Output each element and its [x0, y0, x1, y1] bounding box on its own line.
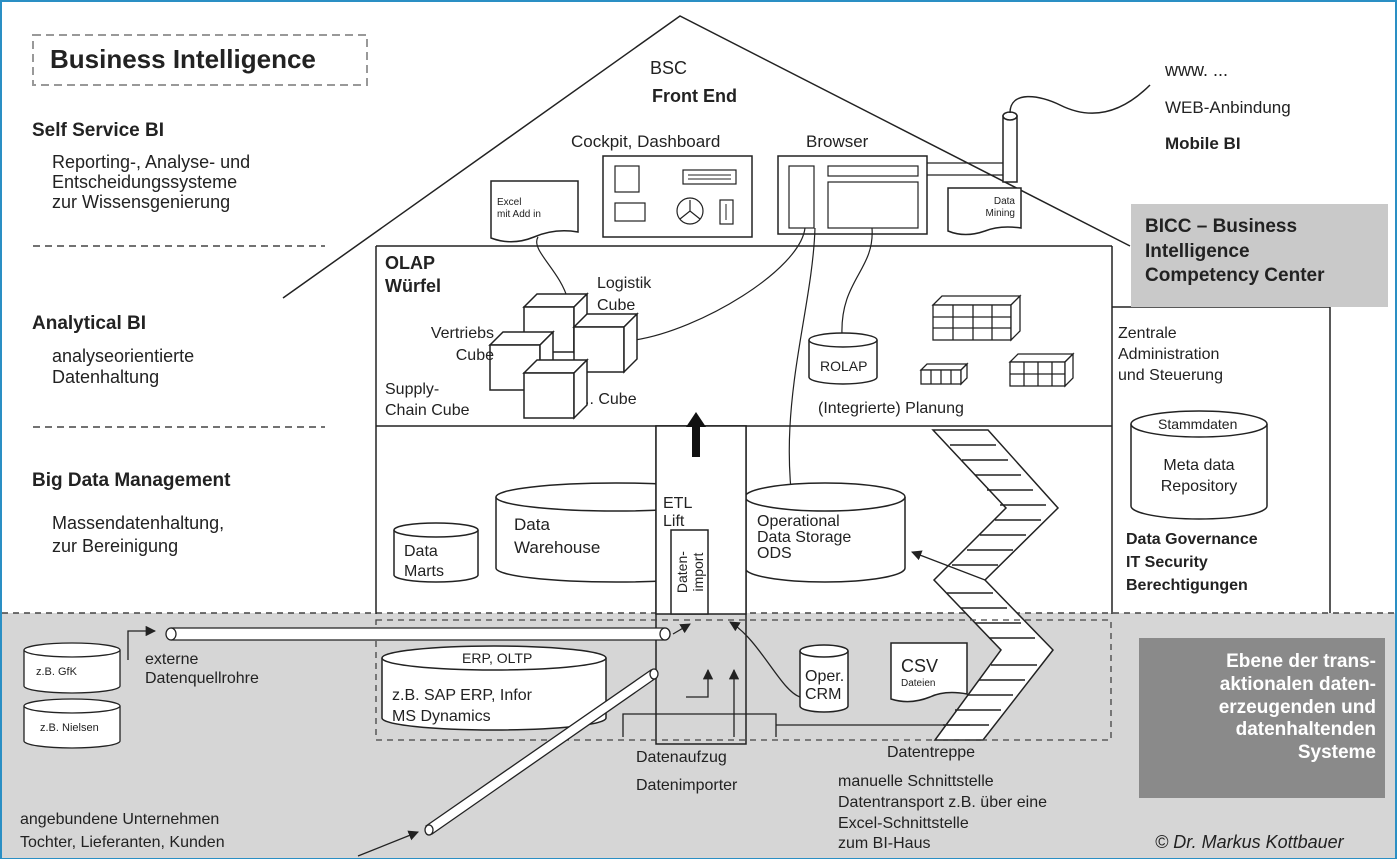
- ebene-label: Ebene der trans- aktionalen daten- erzeu…: [1218, 651, 1376, 764]
- bicc-title: BICC – Business Intelligence Competency …: [1145, 216, 1325, 287]
- self-service-desc: Reporting-, Analyse- und Entscheidungssy…: [52, 152, 251, 213]
- browser-label: Browser: [806, 132, 869, 151]
- roof-line: [282, 15, 1131, 299]
- planung-label: (Integrierte) Planung: [818, 400, 964, 417]
- lift-arrow: [686, 412, 706, 457]
- cockpit-label: Cockpit, Dashboard: [571, 132, 721, 151]
- erp-top-label: ERP, OLTP: [462, 650, 533, 666]
- datenimport-label: Daten- import: [673, 551, 706, 594]
- big-data-desc: Massendatenhaltung, zur Bereinigung: [52, 513, 225, 557]
- front-end-label: Front End: [652, 86, 737, 106]
- rolap-label: ROLAP: [820, 358, 868, 374]
- self-service-heading: Self Service BI: [32, 120, 165, 141]
- big-data-heading: Big Data Management: [32, 470, 231, 491]
- external-pipe: [165, 627, 671, 641]
- logistik-cube-label: Logistik Cube: [597, 275, 652, 314]
- excel-label: Excel mit Add in: [497, 197, 541, 220]
- erp-body-label: z.B. SAP ERP, Infor MS Dynamics: [392, 687, 532, 725]
- rolap-cylinder: [808, 332, 878, 385]
- angebunden-label: angebundene Unternehmen Tochter, Liefera…: [20, 811, 225, 852]
- bsc-label: BSC: [650, 58, 688, 78]
- stammdaten-cylinder: [1130, 410, 1268, 520]
- bicc-box: [1131, 204, 1388, 307]
- planning-grids: [919, 294, 1075, 388]
- manuelle-schnittstelle-label: manuelle Schnittstelle Datentransport z.…: [838, 773, 1048, 853]
- nielsen-label: z.B. Nielsen: [40, 722, 99, 734]
- www-label: www. ...: [1165, 60, 1229, 80]
- title-box: [32, 34, 368, 86]
- datenimporter-label: Datenimporter: [636, 777, 738, 794]
- web-anbindung-label: WEB-Anbindung: [1165, 98, 1291, 117]
- analytical-desc: analyseorientierte Datenhaltung: [52, 346, 195, 387]
- stammdaten-label: Stammdaten: [1158, 416, 1238, 432]
- externe-label: externe Datenquellrohre: [145, 651, 259, 688]
- ebene-box: [1139, 638, 1385, 798]
- vertriebs-cube-label: Vertriebs Cube: [430, 325, 494, 364]
- page-title: Business Intelligence: [50, 44, 316, 74]
- bicc-admin: Zentrale Administration und Steuerung: [1118, 325, 1223, 384]
- olap-cubes: [488, 292, 639, 420]
- data-warehouse-label: Data Warehouse: [514, 515, 601, 557]
- supply-chain-cube-label: Supply- Chain Cube: [385, 381, 470, 419]
- etl-lift-label: ETL Lift: [663, 495, 693, 531]
- olap-title: OLAP Würfel: [385, 253, 441, 297]
- external-cylinders: [23, 642, 121, 749]
- csv-doc: [890, 642, 968, 703]
- copyright-label: © Dr. Markus Kottbauer: [1155, 832, 1344, 852]
- datentreppe-label: Datentreppe: [887, 744, 976, 761]
- ods-label: Operational Data Storage ODS: [757, 513, 852, 562]
- diagonal-pipe: [424, 668, 659, 836]
- data-mining-doc: [947, 187, 1022, 236]
- crm-label: Oper. CRM: [805, 668, 845, 703]
- datenimport-box: [670, 529, 709, 615]
- analytical-heading: Analytical BI: [32, 313, 147, 334]
- other-cube-label: .. Cube: [585, 391, 637, 408]
- mobile-bi-label: Mobile BI: [1165, 134, 1241, 153]
- csv-sub-label: Dateien: [901, 678, 936, 689]
- gfk-label: z.B. GfK: [36, 666, 77, 678]
- crm-cylinder: [799, 644, 849, 713]
- data-mining-label: Data Mining: [985, 196, 1015, 219]
- data-marts-label: Data Marts: [404, 543, 444, 580]
- erp-cylinder: [381, 645, 607, 731]
- meta-repository-label: Meta data Repository: [1160, 457, 1238, 495]
- csv-label: CSV: [901, 656, 939, 676]
- datenaufzug-label: Datenaufzug: [636, 749, 727, 766]
- governance-label: Data Governance IT Security Berechtigung…: [1126, 531, 1258, 595]
- chimney: [1002, 115, 1018, 183]
- excel-doc: [490, 180, 579, 243]
